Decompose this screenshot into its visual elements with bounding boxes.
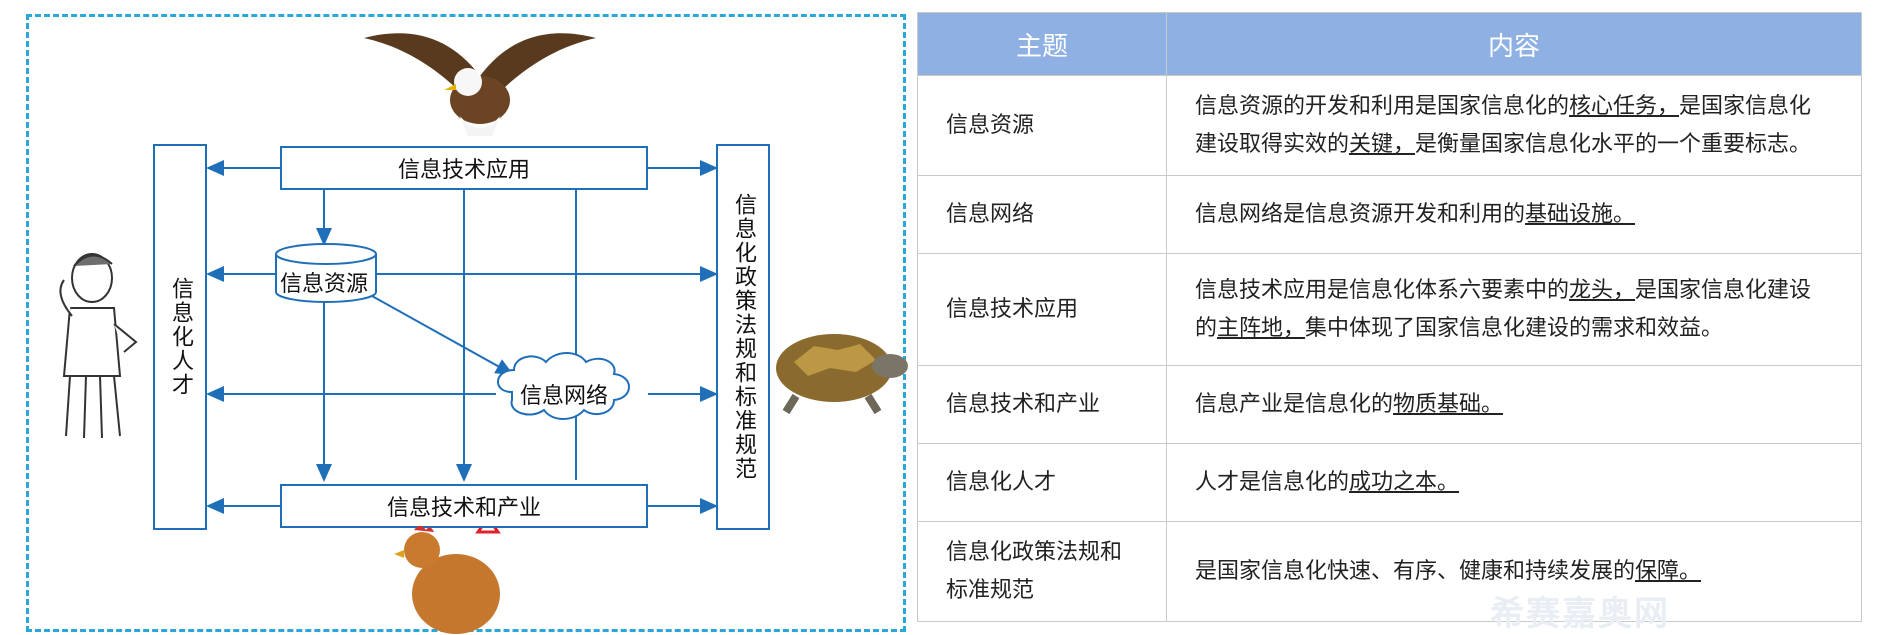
table-row: 信息化政策法规和标准规范 是国家信息化快速、有序、健康和持续发展的保障。 — [917, 521, 1862, 622]
right-box: 信息化政策法规和标准规范 — [716, 144, 770, 530]
table-row: 信息化人才 人才是信息化的成功之本。 — [917, 443, 1862, 522]
resource-node-label: 信息资源 — [280, 272, 369, 297]
content-keyword: 基础设施。 — [1525, 201, 1636, 227]
turtle-icon — [776, 334, 908, 415]
content-text: 集中体现了国家信息化建设的需求和效益。 — [1305, 315, 1724, 341]
row-topic: 信息技术应用 — [917, 253, 1167, 366]
row-content: 信息技术应用是信息化体系六要素中的龙头，是国家信息化建设的主阵地，集中体现了国家… — [1166, 253, 1862, 366]
row-content: 信息网络是信息资源开发和利用的基础设施。 — [1166, 175, 1862, 254]
chicken-icon — [394, 526, 500, 634]
content-text: 信息技术应用是信息化体系六要素中的 — [1195, 277, 1570, 303]
header-content: 内容 — [1166, 12, 1862, 76]
row-content: 信息产业是信息化的物质基础。 — [1166, 365, 1862, 444]
top-box: 信息技术应用 — [280, 146, 648, 190]
table-row: 信息技术应用 信息技术应用是信息化体系六要素中的龙头，是国家信息化建设的主阵地，… — [917, 253, 1862, 366]
row-content: 信息资源的开发和利用是国家信息化的核心任务，是国家信息化建设取得实效的关键，是衡… — [1166, 75, 1862, 176]
content-keyword: 物质基础。 — [1393, 391, 1504, 417]
content-keyword: 关键， — [1349, 131, 1416, 157]
resource-node-shape — [275, 243, 377, 303]
content-keyword: 主阵地， — [1217, 315, 1306, 341]
content-text: 是衡量国家信息化水平的一个重要标志。 — [1415, 131, 1812, 157]
content-keyword: 保障。 — [1635, 558, 1702, 584]
row-content: 人才是信息化的成功之本。 — [1166, 443, 1862, 522]
content-keyword: 核心任务， — [1569, 93, 1680, 119]
row-content: 是国家信息化快速、有序、健康和持续发展的保障。 — [1166, 521, 1862, 622]
content-text: 信息产业是信息化的 — [1195, 391, 1394, 417]
content-text: 是国家信息化快速、有序、健康和持续发展的 — [1195, 558, 1636, 584]
content-keyword: 龙头， — [1569, 277, 1636, 303]
table-header-row: 主题 内容 — [917, 12, 1862, 76]
bottom-box: 信息技术和产业 — [280, 484, 648, 528]
row-topic: 信息资源 — [917, 75, 1167, 176]
eagle-icon — [364, 33, 596, 136]
table-row: 信息资源 信息资源的开发和利用是国家信息化的核心任务，是国家信息化建设取得实效的… — [917, 75, 1862, 176]
header-topic: 主题 — [917, 12, 1167, 76]
table-row: 信息技术和产业 信息产业是信息化的物质基础。 — [917, 365, 1862, 444]
info-table: 主题 内容 信息资源 信息资源的开发和利用是国家信息化的核心任务，是国家信息化建… — [917, 12, 1862, 622]
watermark: 希赛嘉奥网 — [1490, 594, 1670, 634]
person-icon — [59, 253, 138, 439]
content-text: 是国家信息化建设取得实效的 — [1195, 93, 1812, 157]
content-text: 信息网络是信息资源开发和利用的 — [1195, 201, 1526, 227]
left-box: 信息化人才 — [153, 144, 207, 530]
row-topic: 信息网络 — [917, 175, 1167, 254]
network-node-shape — [497, 352, 630, 420]
content-text: 信息资源的开发和利用是国家信息化的 — [1195, 93, 1570, 119]
right-box-label: 信息化政策法规和标准规范 — [731, 193, 756, 481]
arrow-resource-network — [371, 295, 514, 375]
content-text: 是国家信息化建设的 — [1195, 277, 1812, 341]
table-row: 信息网络 信息网络是信息资源开发和利用的基础设施。 — [917, 175, 1862, 254]
row-topic: 信息技术和产业 — [917, 365, 1167, 444]
row-topic: 信息化人才 — [917, 443, 1167, 522]
top-box-label: 信息技术应用 — [397, 158, 530, 183]
bottom-box-label: 信息技术和产业 — [386, 496, 541, 521]
left-box-label: 信息化人才 — [168, 277, 193, 397]
content-keyword: 成功之本。 — [1349, 469, 1460, 495]
network-node-label: 信息网络 — [520, 384, 609, 409]
content-text: 人才是信息化的 — [1195, 469, 1350, 495]
row-topic: 信息化政策法规和标准规范 — [917, 521, 1167, 622]
